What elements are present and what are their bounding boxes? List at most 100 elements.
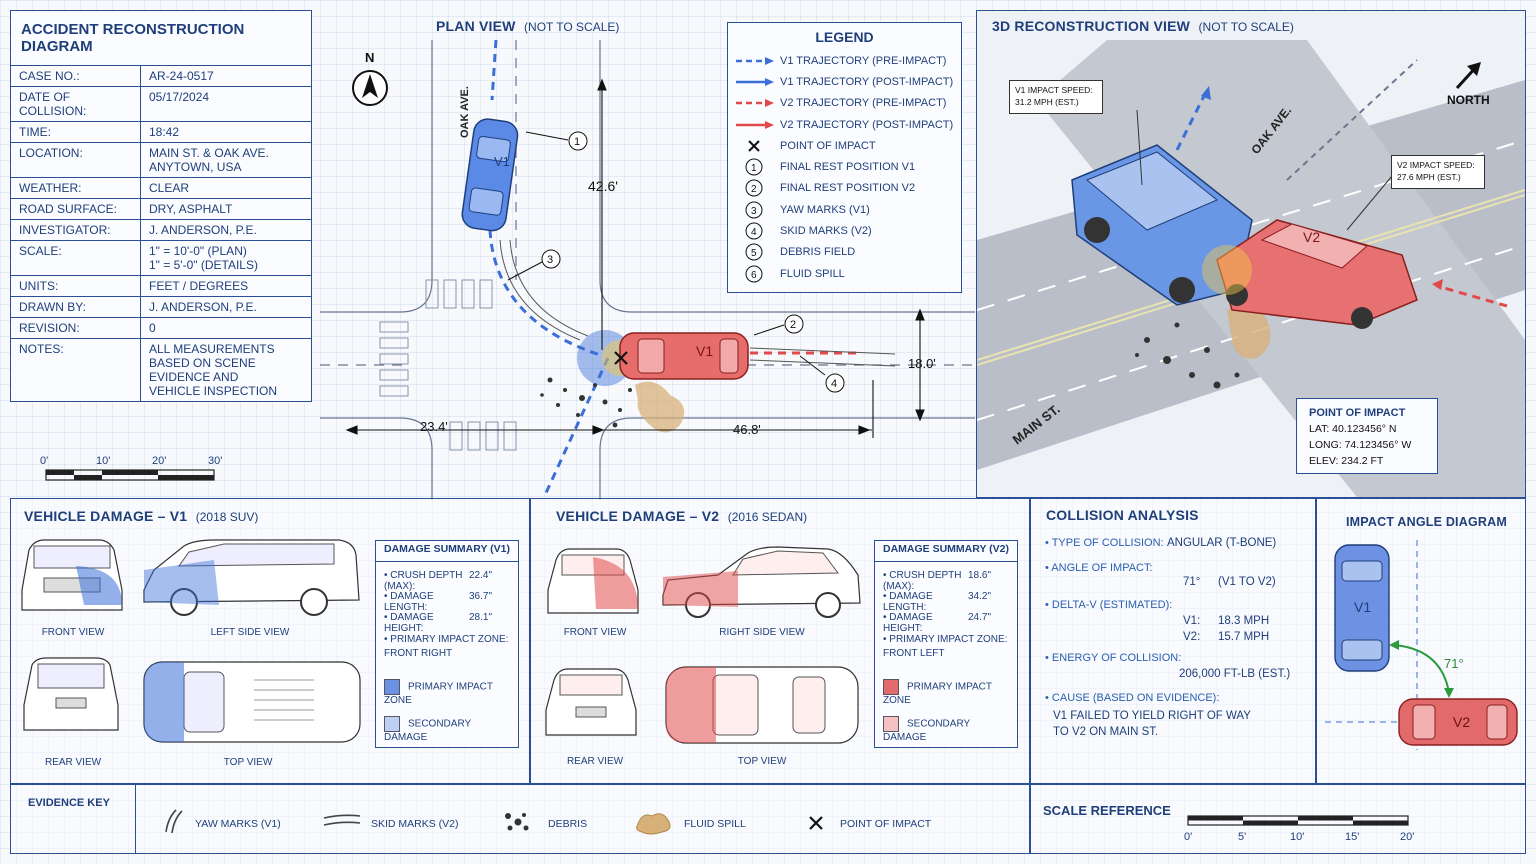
analysis-energy-value: 206,000 FT-LB (EST.) [1179,668,1291,680]
projected-path [1286,59,1418,181]
dim-width: 18.0' [908,356,936,371]
secondary-label: SECONDARY DAMAGE [883,718,970,743]
oak-ave-label: OAK AVE. [459,86,471,138]
analysis-dv2-value: 15.7 MPH [1218,631,1270,643]
legend-item: V1 TRAJECTORY (PRE-IMPACT) [728,50,961,71]
callout-marker-1: 1 [568,131,588,151]
analysis-dv2-key: V2: [1183,631,1201,643]
case-info-table: ACCIDENT RECONSTRUCTION DIAGRAM CASE NO.… [10,10,312,402]
v1-speed-leader [1136,109,1143,186]
callout-marker-4: 4 [825,373,845,393]
v2-summary-title: DAMAGE SUMMARY (V2) [875,541,1017,562]
angle-arrowhead-end [1444,688,1454,698]
v1-damage-title: VEHICLE DAMAGE – V1 [24,508,188,524]
v1-left-side-view-icon [143,539,360,616]
impact-angle-title: IMPACT ANGLE DIAGRAM [1346,515,1507,529]
v1-3d-arrowhead [1201,86,1211,100]
v1-damage-title-row: VEHICLE DAMAGE – V1 (2018 SUV) [24,508,258,526]
dash-red-arrow-icon [736,99,774,108]
evidence-skid-label: SKID MARKS (V2) [371,818,459,830]
info-key: SCALE: [10,240,141,276]
v2-angle-label: V2 [1453,714,1470,730]
summary-value: 22.4" [469,570,493,581]
legend-label: FLUID SPILL [780,267,845,280]
recon-title: 3D RECONSTRUCTION VIEW [992,18,1191,34]
recon-subtitle: (NOT TO SCALE) [1198,20,1294,34]
poi-title: POINT OF IMPACT [1309,407,1406,419]
summary-value: 18.6" [968,570,992,581]
solid-red-arrow-icon [736,120,774,129]
x-mark-icon [748,140,760,152]
info-value: 18:42 [140,121,312,143]
legend-symbol-number: 3 [751,206,757,217]
v2-plan-label: V1 [696,343,713,359]
v2-right-side-view-icon [662,546,861,618]
v1-front-view-icon [21,539,123,611]
poi-long: LONG: 74.123456° W [1309,439,1412,451]
analysis-type-question: • TYPE OF COLLISION: [1045,537,1164,549]
north-label: N [365,50,374,65]
skid-marks [499,239,896,367]
analysis-cause-line1: V1 FAILED TO YIELD RIGHT OF WAY [1053,710,1251,722]
info-key: WEATHER: [10,177,141,199]
v2-top-view-label: TOP VIEW [737,756,787,767]
skid-marks-icon [323,814,361,826]
legend-label: FINAL REST POSITION V2 [780,182,916,195]
evidence-debris-label: DEBRIS [548,818,588,830]
v1-damage-drawings [21,539,361,743]
summary-key: • DAMAGE HEIGHT: [883,612,933,634]
info-value: J. ANDERSON, P.E. [140,296,312,318]
scale-ref-segment [1353,820,1408,825]
v1-vehicle-icon [461,118,519,232]
v2-impact-speed-callout: V2 IMPACT SPEED: 27.6 MPH (EST.) [1391,155,1485,189]
plan-subtitle: (NOT TO SCALE) [524,20,620,34]
v2-impact-zone: • PRIMARY IMPACT ZONE: FRONT LEFT [883,634,1008,659]
v1-angle-vehicle-icon [1334,544,1390,672]
v1-pre-impact-trajectory [490,40,498,101]
solid-blue-arrow-icon [736,77,774,86]
v1-top-view-label: TOP VIEW [223,757,273,768]
recon-3d-drawing: NORTH OAK AVE. MAIN ST. V2 [977,40,1525,497]
scale-reference-title: SCALE REFERENCE [1043,803,1171,818]
circled-number-icon: 3 [745,201,763,219]
v1-approach-trajectory [488,229,601,357]
info-key: LOCATION: [10,142,141,178]
v2-damage-summary: DAMAGE SUMMARY (V2) • CRUSH DEPTH (MAX):… [874,540,1018,748]
info-key: INVESTIGATOR: [10,219,141,241]
legend-symbol-number: 2 [751,184,757,195]
summary-value: 34.2" [968,591,992,602]
dash-blue-arrow-icon [736,56,774,65]
callout-leaders [507,131,826,376]
scale-reference-panel [1030,784,1526,854]
analysis-deltav-question: • DELTA-V (ESTIMATED): [1045,599,1173,611]
info-key: TIME: [10,121,141,143]
circled-number-icon: 6 [745,265,763,283]
v2-speed-leader [1346,169,1398,231]
info-key: REVISION: [10,317,141,339]
info-key: NOTES: [10,338,141,402]
point-of-impact-icon [614,351,628,365]
angle-arrowhead-start [1389,640,1399,650]
info-key: UNITS: [10,275,141,297]
v1-3d-trajectory [1175,89,1209,151]
v1-primary-swatch-row: PRIMARY IMPACT ZONE [384,679,510,706]
scale-reference-bar: 0' 5' 10' 15' 20' [1184,815,1414,843]
v1-summary-line: • CRUSH DEPTH (MAX):22.4" [384,570,510,592]
evidence-fluid-label: FLUID SPILL [684,818,746,830]
scale-ref-tick: 0' [1184,831,1192,843]
scale-tick-label: 20' [152,455,166,467]
v2-rear-view-label: REAR VIEW [566,756,624,767]
evidence-yaw-label: YAW MARKS (V1) [195,818,281,830]
plan-view-title: PLAN VIEW (NOT TO SCALE) [436,18,619,36]
info-value: 1" = 10'-0" (PLAN) 1" = 5'-0" (DETAILS) [140,240,312,276]
crosswalks [379,279,517,451]
road-outlines [320,40,975,500]
circled-number-icon: 5 [745,243,763,261]
circled-number-icon: 2 [745,179,763,197]
v2-front-view-icon [547,548,639,614]
poi-elev: ELEV: 234.2 FT [1309,455,1384,467]
fluid-spill-3d [1227,304,1271,359]
poi-lat: LAT: 40.123456° N [1309,423,1397,435]
analysis-cause-question: • CAUSE (BASED ON EVIDENCE): [1045,692,1220,704]
